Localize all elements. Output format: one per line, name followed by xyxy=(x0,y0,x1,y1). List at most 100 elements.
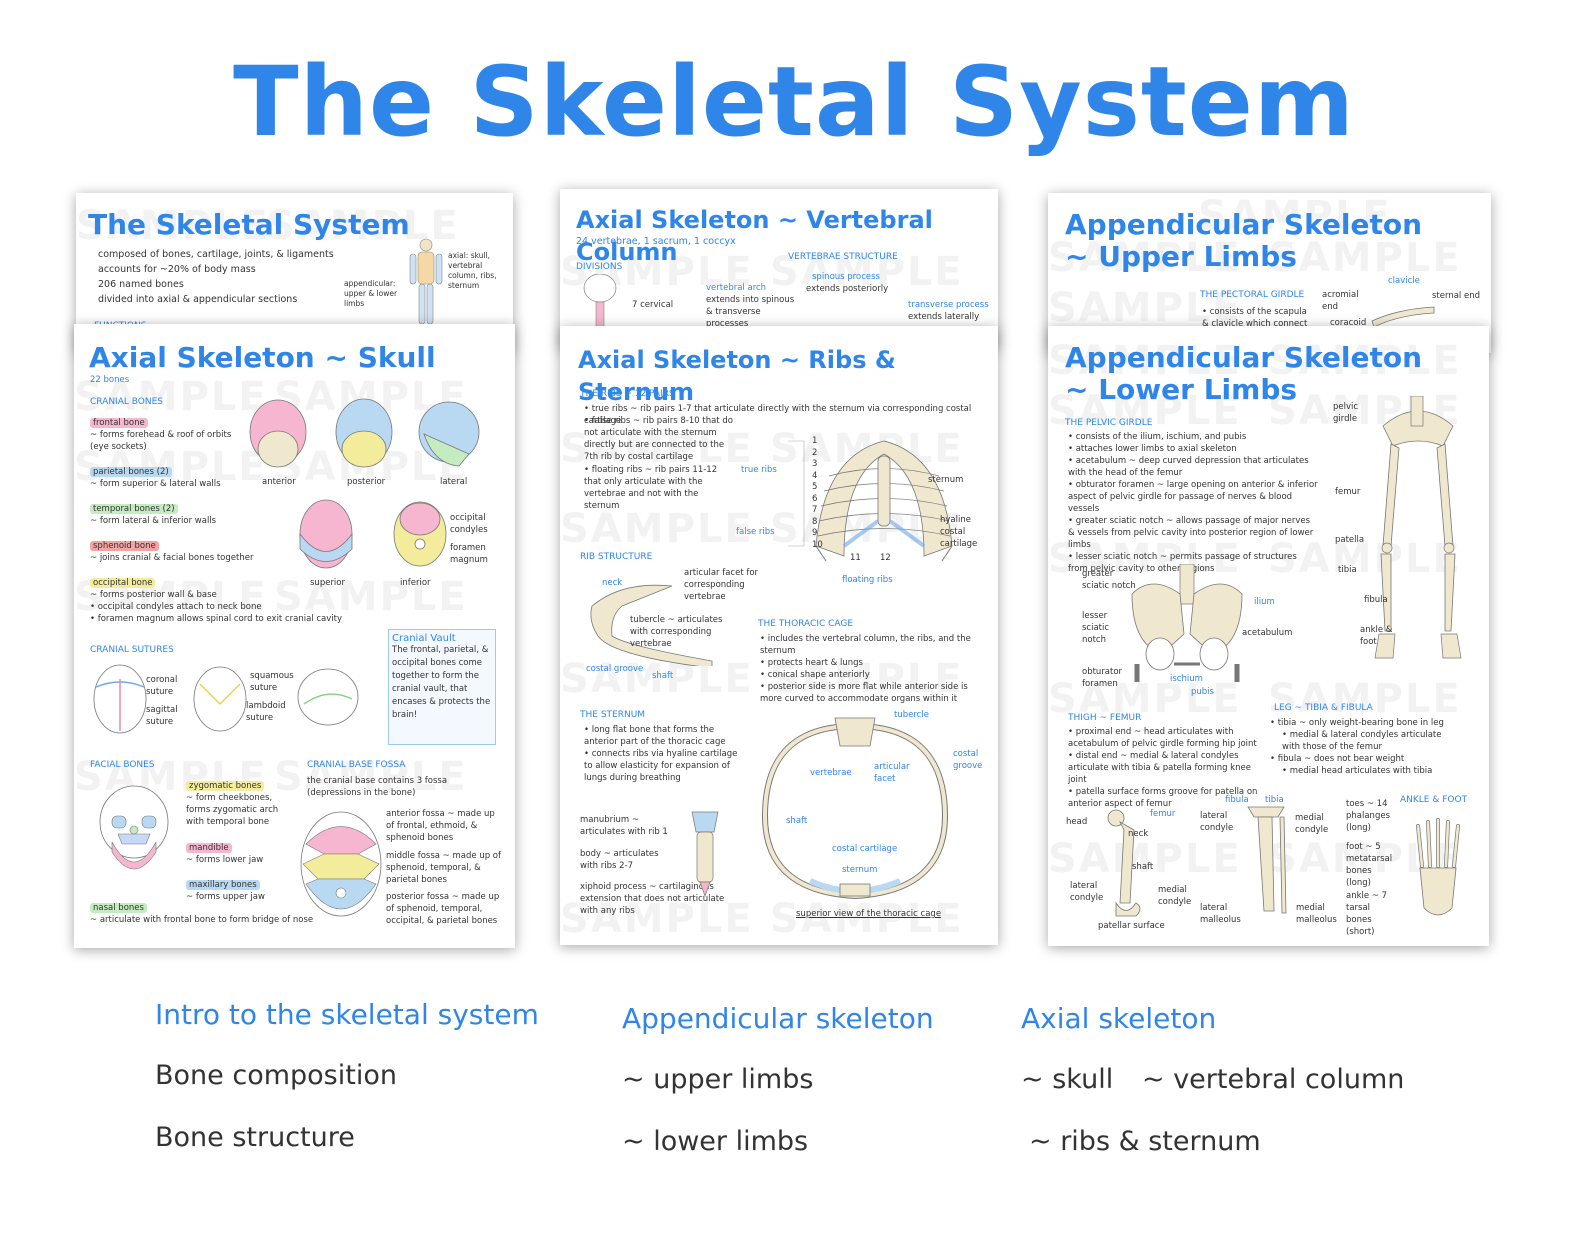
sphenoid-desc: ~ joins cranial & facial bones together xyxy=(90,553,254,563)
bottom-heading-axial: Axial skeleton xyxy=(1021,1002,1217,1035)
rib-number: 6 xyxy=(812,493,818,504)
bullet: 206 named bones xyxy=(98,279,184,290)
parietal-desc: ~ form superior & lateral walls xyxy=(90,479,221,489)
bullet: • patella surface forms groove for patel… xyxy=(1068,787,1258,809)
occipital-desc: • occipital condyles attach to neck bone xyxy=(90,602,262,612)
bottom-item: ~ lower limbs xyxy=(622,1126,809,1157)
section-label: CRANIAL BASE FOSSA xyxy=(307,760,406,770)
label: floating ribs xyxy=(842,575,893,585)
label: fibula xyxy=(1225,795,1249,805)
bullet: • posterior side is more flat while ante… xyxy=(760,682,968,704)
tibia-fibula-diagram xyxy=(1247,806,1287,914)
bullet: • distal end ~ medial & lateral condyles… xyxy=(1068,751,1251,785)
nasal-desc: ~ articulate with frontal bone to form b… xyxy=(90,915,314,925)
section-label: THE RIBS ~ 12 PAIRS xyxy=(580,389,675,399)
bullet: • medial & lateral condyles articulate w… xyxy=(1282,730,1442,752)
label: extends posteriorly xyxy=(806,284,889,294)
bullet: • includes the vertebral column, the rib… xyxy=(760,634,971,656)
card-ribs: SAMPLE SAMPLE SAMPLE SAMPLE SAMPLE SAMPL… xyxy=(560,326,998,945)
femur-diagram xyxy=(1107,809,1141,917)
section-label: THE PELVIC GIRDLE xyxy=(1065,418,1153,428)
label: extends laterally xyxy=(908,312,980,322)
bullet: • obturator foramen ~ large opening on a… xyxy=(1068,480,1318,514)
false-ribs-text: • false ribs ~ rib pairs 8-10 that do no… xyxy=(584,416,733,462)
label: ilium xyxy=(1254,597,1275,607)
callout-title: Cranial Vault xyxy=(392,633,456,644)
section-label: DIVISIONS xyxy=(576,262,623,272)
bullet: • consists of the ilium, ischium, and pu… xyxy=(1068,432,1247,442)
section-label: ANKLE & FOOT xyxy=(1400,795,1468,805)
bullet: • conical shape anteriorly xyxy=(760,670,870,680)
label: head xyxy=(1066,817,1088,827)
label: true ribs xyxy=(741,465,777,475)
section-label: RIB STRUCTURE xyxy=(580,552,653,562)
label: clavicle xyxy=(1388,276,1420,286)
label: costal groove xyxy=(586,664,644,674)
rib-number: 9 xyxy=(812,528,818,538)
bullet: accounts for ~20% of body mass xyxy=(98,264,256,275)
label: fibula xyxy=(1364,595,1388,605)
diagram-caption: superior view of the thoracic cage xyxy=(796,909,942,919)
clavicle-icon xyxy=(1371,306,1435,328)
mandible-desc: ~ forms lower jaw xyxy=(186,855,264,865)
bottom-item: ~ upper limbs xyxy=(622,1064,814,1095)
label: shaft xyxy=(1132,862,1154,872)
bullet: • tibia ~ only weight-bearing bone in le… xyxy=(1270,718,1444,728)
occipital-desc: • foramen magnum allows spinal cord to e… xyxy=(90,614,343,624)
view-label: inferior xyxy=(400,578,431,588)
label: false ribs xyxy=(736,527,775,537)
temporal-desc: ~ form lateral & inferior walls xyxy=(90,516,217,526)
bullet: • attaches lower limbs to axial skeleton xyxy=(1068,444,1237,454)
zygomatic-label: zygomatic bones xyxy=(186,781,265,791)
card-title: Appendicular Skeleton ~ Lower Limbs xyxy=(1065,341,1423,406)
lower-limb-skeleton xyxy=(1374,396,1462,659)
label: medial condyle xyxy=(1295,813,1329,835)
rib-number: 8 xyxy=(812,516,818,527)
bullet: divided into axial & appendicular sectio… xyxy=(98,294,298,305)
bottom-item: ~ vertebral column xyxy=(1142,1064,1405,1095)
label: neck xyxy=(602,578,623,588)
nasal-label: nasal bones xyxy=(90,903,147,913)
rib-number: 3 xyxy=(812,459,818,469)
foot-diagram xyxy=(1416,818,1460,916)
maxillary-label: maxillary bones xyxy=(186,880,260,890)
floating-ribs-text: • floating ribs ~ rib pairs 11-12 that o… xyxy=(584,465,718,511)
note-appendicular: appendicular: upper & lower limbs xyxy=(344,279,398,308)
rib-number: 5 xyxy=(812,482,818,492)
pelvis-diagram xyxy=(1131,564,1243,682)
fossa-diagram xyxy=(300,811,382,917)
card-title: Appendicular Skeleton ~ Upper Limbs xyxy=(1065,208,1423,273)
label: greater sciatic notch xyxy=(1082,569,1136,591)
subtitle: 24 vertebrae, 1 sacrum, 1 coccyx xyxy=(576,236,736,247)
card-title: Axial Skeleton ~ Skull xyxy=(89,341,436,374)
rib-number: 4 xyxy=(812,470,818,481)
view-label: superior xyxy=(310,578,345,588)
label: shaft xyxy=(652,671,674,681)
label: shaft xyxy=(786,816,808,826)
manubrium-label: manubrium ~ articulates with rib 1 xyxy=(580,815,668,837)
label: pubis xyxy=(1191,687,1214,697)
bullet: • lesser sciatic notch ~ permits passage… xyxy=(1068,552,1297,574)
label: lateral condyle xyxy=(1070,881,1104,903)
body-figure-icon xyxy=(409,238,443,325)
label: sternum xyxy=(842,865,878,875)
occipital-label: occipital bone xyxy=(90,578,156,588)
xiphoid-label: xiphoid process ~ cartilaginous extensio… xyxy=(580,882,725,916)
label: tubercle xyxy=(894,710,929,720)
thoracic-cage-top-view xyxy=(761,717,949,900)
card-title: The Skeletal System xyxy=(88,208,410,241)
facial-skull-icon xyxy=(99,785,169,870)
label: costal cartilage xyxy=(832,844,898,854)
label: sagittal suture xyxy=(146,705,178,727)
frontal-label: frontal bone xyxy=(90,418,148,428)
rib-number: 12 xyxy=(880,553,891,563)
bottom-heading-intro: Intro to the skeletal system xyxy=(155,998,539,1031)
foot-label: foot ~ 5 metatarsal bones (long) xyxy=(1346,842,1393,888)
label: lambdoid suture xyxy=(246,701,286,723)
card-title: Axial Skeleton ~ Vertebral Column xyxy=(576,206,933,266)
label: lateral condyle xyxy=(1200,811,1234,833)
temporal-label: temporal bones (2) xyxy=(90,504,178,514)
section-label: LEG ~ TIBIA & FIBULA xyxy=(1274,703,1373,713)
label: neck xyxy=(1128,829,1149,839)
label: coracoid xyxy=(1330,318,1367,328)
